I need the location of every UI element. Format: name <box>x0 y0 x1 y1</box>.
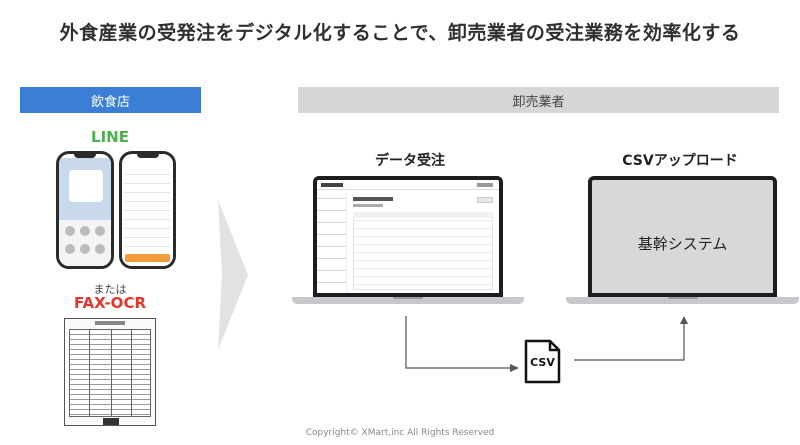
laptop-notch <box>667 297 698 299</box>
line-channel-label: LINE <box>91 128 129 146</box>
or-label: または <box>93 283 127 296</box>
menu-icon <box>80 226 90 236</box>
laptop-notch <box>393 297 423 299</box>
order-detail-subheading <box>353 204 383 207</box>
menu-icon <box>95 226 105 236</box>
order-form-screen <box>122 158 173 266</box>
line-chat-screen <box>59 158 111 266</box>
order-laptop-screen <box>313 176 503 297</box>
line-phone-image <box>56 151 114 269</box>
fax-column-line <box>111 329 112 417</box>
arrow-icon <box>574 316 688 361</box>
menu-icon <box>80 244 90 254</box>
file-icon: CSV <box>524 339 561 384</box>
copyright-text: Copyright© XMart,inc All Rights Reserved <box>305 428 495 438</box>
core-system-label: 基幹システム <box>637 235 728 253</box>
fax-table <box>69 329 151 417</box>
restaurant-section-header: 飲食店 <box>20 87 201 113</box>
chevron-icon <box>218 200 248 350</box>
order-form-phone-image <box>119 151 176 269</box>
chat-bubble <box>69 170 103 202</box>
table-header <box>353 212 493 218</box>
fax-header <box>95 321 125 325</box>
order-items-table <box>353 212 493 290</box>
order-laptop-base <box>292 297 524 304</box>
phone-notch <box>74 154 96 158</box>
order-receive-label: データ受注 <box>375 153 445 169</box>
csv-file-label: CSV <box>530 356 555 369</box>
fax-document-image <box>64 318 156 426</box>
order-form-rows <box>125 166 170 250</box>
order-detail-heading <box>353 197 393 201</box>
csv-upload-label: CSVアップロード <box>622 153 738 169</box>
line-menu-panel <box>59 220 111 266</box>
app-logo <box>321 183 343 187</box>
menu-icon <box>65 244 75 254</box>
order-submit-bar <box>125 254 170 262</box>
phone-notch <box>136 154 159 158</box>
fax-column-line <box>89 329 90 417</box>
core-system-laptop-base <box>566 297 799 304</box>
app-header-bar <box>317 180 499 190</box>
action-button <box>477 197 493 203</box>
menu-icon <box>65 226 75 236</box>
fax-column-line <box>131 329 132 417</box>
menu-icon <box>95 244 105 254</box>
app-sidebar <box>317 190 347 293</box>
user-menu <box>477 183 493 187</box>
core-system-laptop-screen: 基幹システム <box>588 176 777 297</box>
wholesaler-section-header: 卸売業者 <box>298 87 779 113</box>
arrow-icon <box>405 316 519 372</box>
fax-ocr-label: FAX-OCR <box>73 294 146 312</box>
page-title: 外食産業の受発注をデジタル化することで、卸売業者の受注業務を効率化する <box>59 22 741 44</box>
qr-code-icon <box>103 418 119 425</box>
